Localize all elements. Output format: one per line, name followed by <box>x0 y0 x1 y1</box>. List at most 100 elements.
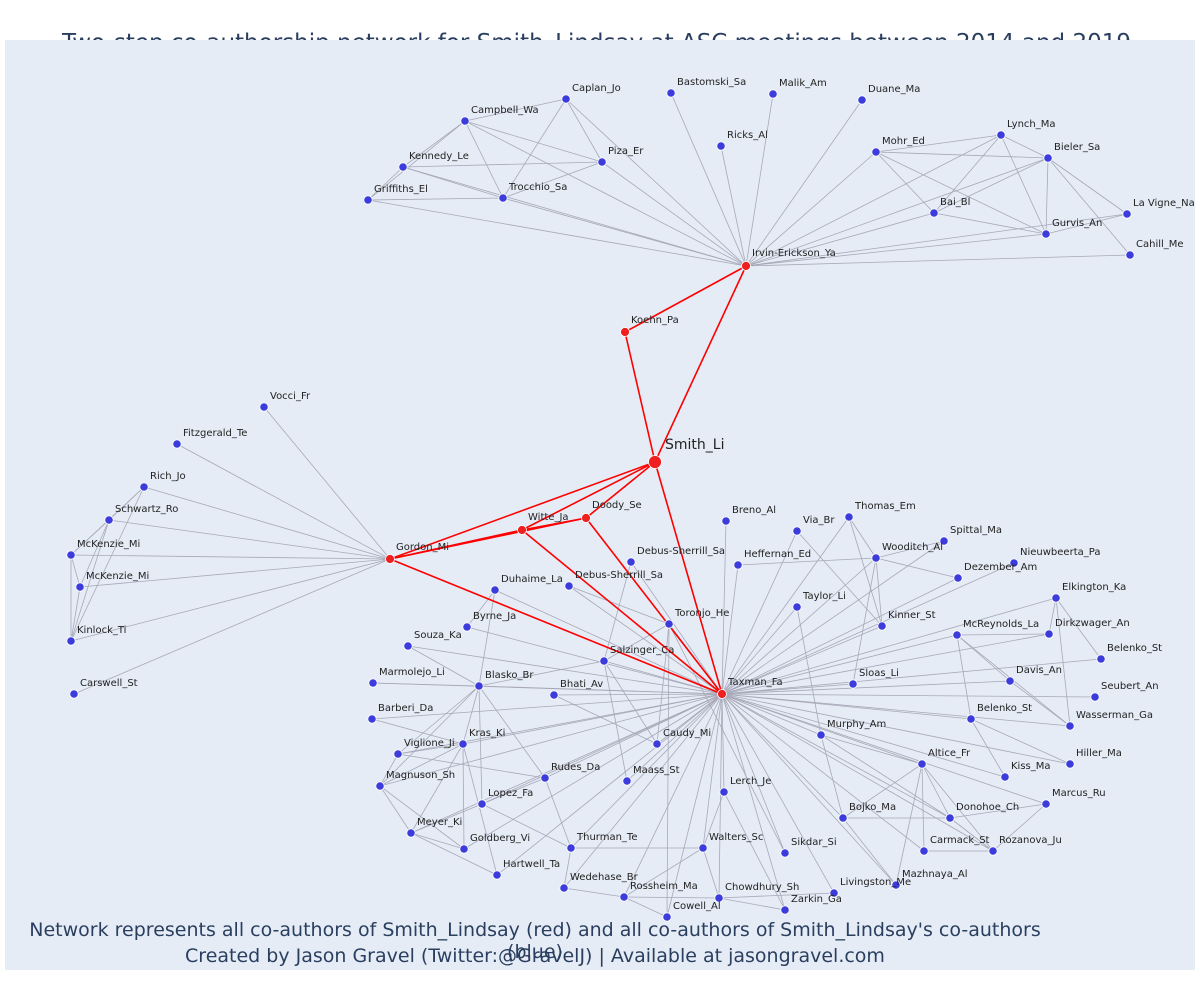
second-step-node[interactable] <box>460 116 470 126</box>
second-step-node[interactable] <box>857 95 867 105</box>
second-step-node[interactable] <box>561 94 571 104</box>
second-step-node[interactable] <box>891 880 901 890</box>
second-step-node[interactable] <box>1009 558 1019 568</box>
second-step-node[interactable] <box>626 557 636 567</box>
second-step-node[interactable] <box>1125 250 1135 260</box>
second-step-node[interactable] <box>368 678 378 688</box>
second-step-node[interactable] <box>1041 799 1051 809</box>
second-step-node[interactable] <box>375 781 385 791</box>
second-step-node[interactable] <box>599 656 609 666</box>
second-step-node[interactable] <box>1090 692 1100 702</box>
second-step-node[interactable] <box>1051 593 1061 603</box>
second-step-node[interactable] <box>540 773 550 783</box>
second-step-node[interactable] <box>367 714 377 724</box>
second-step-node[interactable] <box>1000 772 1010 782</box>
second-step-node[interactable] <box>1041 229 1051 239</box>
coauthor-node[interactable] <box>620 327 630 337</box>
second-step-node[interactable] <box>871 147 881 157</box>
coauthor-node[interactable] <box>581 513 591 523</box>
second-step-node[interactable] <box>459 844 469 854</box>
second-step-node[interactable] <box>733 560 743 570</box>
second-step-node[interactable] <box>848 679 858 689</box>
second-step-node[interactable] <box>477 799 487 809</box>
second-step-node[interactable] <box>952 630 962 640</box>
second-step-node[interactable] <box>953 573 963 583</box>
second-step-node[interactable] <box>69 689 79 699</box>
second-step-node[interactable] <box>768 89 778 99</box>
second-step-node[interactable] <box>662 912 672 922</box>
second-step-node[interactable] <box>996 130 1006 140</box>
coauthor-node[interactable] <box>517 525 527 535</box>
second-step-node[interactable] <box>619 892 629 902</box>
second-step-node[interactable] <box>622 776 632 786</box>
second-step-node[interactable] <box>917 759 927 769</box>
coauthor-node[interactable] <box>741 261 751 271</box>
node-label: McKenzie_Mi <box>86 571 149 582</box>
second-step-node[interactable] <box>104 515 114 525</box>
second-step-node[interactable] <box>462 622 472 632</box>
second-step-node[interactable] <box>259 402 269 412</box>
second-step-node[interactable] <box>66 636 76 646</box>
second-step-node[interactable] <box>780 905 790 915</box>
second-step-node[interactable] <box>66 550 76 560</box>
coauthorship-edge <box>933 134 1002 214</box>
second-step-node[interactable] <box>1122 209 1132 219</box>
coauthorship-edge <box>176 443 391 560</box>
second-step-node[interactable] <box>393 749 403 759</box>
second-step-node[interactable] <box>792 526 802 536</box>
second-step-node[interactable] <box>838 813 848 823</box>
second-step-node[interactable] <box>172 439 182 449</box>
second-step-node[interactable] <box>1065 721 1075 731</box>
second-step-node[interactable] <box>1044 629 1054 639</box>
coauthor-node[interactable] <box>385 554 395 564</box>
second-step-node[interactable] <box>666 88 676 98</box>
coauthor-node[interactable] <box>717 689 727 699</box>
second-step-node[interactable] <box>829 888 839 898</box>
second-step-node[interactable] <box>664 619 674 629</box>
second-step-node[interactable] <box>988 846 998 856</box>
second-step-node[interactable] <box>559 883 569 893</box>
second-step-node[interactable] <box>721 516 731 526</box>
second-step-node[interactable] <box>564 581 574 591</box>
second-step-node[interactable] <box>566 843 576 853</box>
second-step-node[interactable] <box>945 813 955 823</box>
second-step-node[interactable] <box>871 553 881 563</box>
second-step-node[interactable] <box>1065 759 1075 769</box>
second-step-node[interactable] <box>498 193 508 203</box>
second-step-node[interactable] <box>474 681 484 691</box>
second-step-node[interactable] <box>363 195 373 205</box>
second-step-node[interactable] <box>406 828 416 838</box>
second-step-node[interactable] <box>398 162 408 172</box>
second-step-node[interactable] <box>939 536 949 546</box>
second-step-node[interactable] <box>844 512 854 522</box>
second-step-node[interactable] <box>492 870 502 880</box>
second-step-node[interactable] <box>652 739 662 749</box>
coauthorship-edge <box>702 693 723 849</box>
second-step-node[interactable] <box>780 848 790 858</box>
node-label: Ricks_Al <box>727 130 768 141</box>
second-step-node[interactable] <box>966 714 976 724</box>
second-step-node[interactable] <box>929 208 939 218</box>
second-step-node[interactable] <box>1005 676 1015 686</box>
second-step-node[interactable] <box>597 157 607 167</box>
network-graph[interactable]: Smith_LiKoehn_PaIrvin-Erickson_YaGordon_… <box>5 40 1195 970</box>
coauthorship-edge <box>1000 134 1049 159</box>
second-step-node[interactable] <box>458 739 468 749</box>
second-step-node[interactable] <box>698 843 708 853</box>
second-step-node[interactable] <box>792 602 802 612</box>
second-step-node[interactable] <box>816 730 826 740</box>
second-step-node[interactable] <box>714 893 724 903</box>
second-step-node[interactable] <box>403 641 413 651</box>
second-step-node[interactable] <box>877 621 887 631</box>
focal-author-node[interactable] <box>648 455 662 469</box>
node-label: Chowdhury_Sh <box>725 882 799 893</box>
second-step-node[interactable] <box>919 846 929 856</box>
second-step-node[interactable] <box>716 141 726 151</box>
second-step-node[interactable] <box>139 482 149 492</box>
second-step-node[interactable] <box>549 690 559 700</box>
second-step-node[interactable] <box>75 582 85 592</box>
second-step-node[interactable] <box>490 585 500 595</box>
second-step-node[interactable] <box>1096 654 1106 664</box>
second-step-node[interactable] <box>719 787 729 797</box>
second-step-node[interactable] <box>1043 153 1053 163</box>
